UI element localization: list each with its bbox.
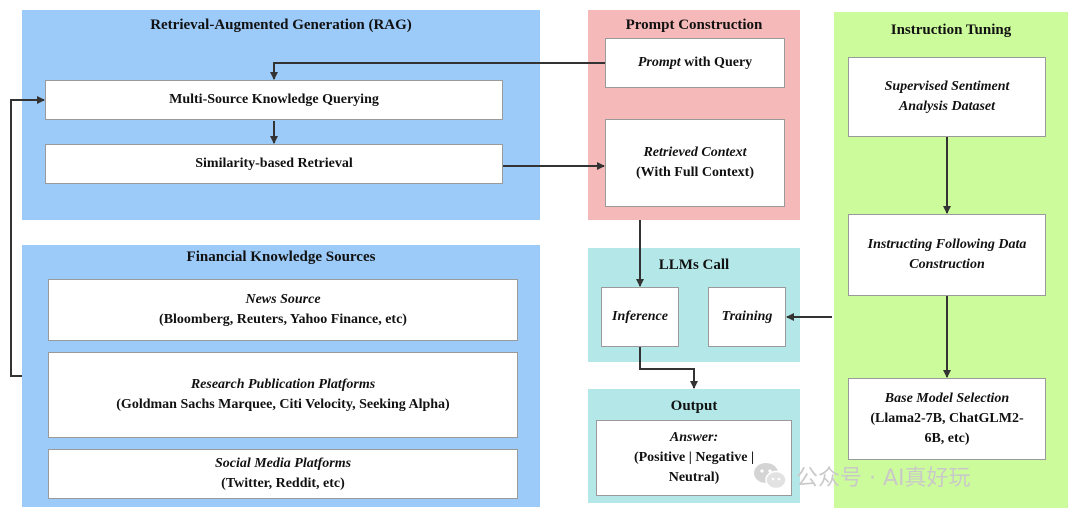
sentiment-dataset-box: Supervised Sentiment Analysis Dataset <box>848 57 1046 137</box>
multi-source-querying-label: Multi-Source Knowledge Querying <box>169 92 379 107</box>
multi-source-querying-box: Multi-Source Knowledge Querying <box>45 80 503 120</box>
answer-label: Answer: <box>669 430 719 445</box>
sentiment-dataset-line-1: Supervised Sentiment <box>884 79 1010 94</box>
data-construction-line-2: Construction <box>909 257 985 272</box>
similarity-retrieval-label: Similarity-based Retrieval <box>195 156 353 171</box>
training-label: Training <box>721 309 773 324</box>
output-title: Output <box>670 398 718 414</box>
base-model-box: Base Model Selection (Llama2-7B, ChatGLM… <box>848 378 1046 460</box>
prompt-query-label: Prompt with Query <box>638 53 752 73</box>
tuning-title: Instruction Tuning <box>890 22 1012 38</box>
wechat-icon <box>754 463 787 490</box>
data-construction-box: Instructing Following Data Construction <box>848 214 1046 296</box>
prompt-query-box: Prompt with Query <box>605 38 785 88</box>
watermark: 公众号 · AI真好玩 <box>752 460 971 492</box>
prompt-title: Prompt Construction <box>625 17 763 33</box>
answer-line-1: (Positive | Negative | <box>633 450 755 465</box>
sentiment-dataset-line-2: Analysis Dataset <box>898 99 996 114</box>
inference-label: Inference <box>612 309 668 324</box>
retrieved-context-label: Retrieved Context <box>643 145 747 160</box>
sources-title: Financial Knowledge Sources <box>186 249 376 265</box>
source-box-research: Research Publication Platforms (Goldman … <box>48 352 518 438</box>
base-model-line-2: (Llama2-7B, ChatGLM2- <box>870 411 1024 426</box>
retrieved-context-detail: (With Full Context) <box>636 165 754 180</box>
prompt-italic: Prompt <box>637 55 681 70</box>
source-name: News Source <box>245 292 321 307</box>
similarity-retrieval-box: Similarity-based Retrieval <box>45 144 503 184</box>
answer-line-2: Neutral) <box>668 470 720 485</box>
data-construction-line-1: Instructing Following Data <box>867 237 1027 252</box>
watermark-text: 公众号 · AI真好玩 <box>796 466 971 491</box>
source-name: Social Media Platforms <box>214 456 352 471</box>
source-name: Research Publication Platforms <box>190 377 376 392</box>
source-detail: (Goldman Sachs Marquee, Citi Velocity, S… <box>116 397 450 412</box>
base-model-line-1: Base Model Selection <box>884 391 1010 406</box>
inference-box: Inference <box>601 287 679 347</box>
base-model-line-3: 6B, etc) <box>924 431 970 446</box>
prompt-rest: with Query <box>680 55 753 70</box>
retrieved-context-box: Retrieved Context (With Full Context) <box>605 119 785 207</box>
rag-title: Retrieval-Augmented Generation (RAG) <box>150 17 412 33</box>
answer-box: Answer: (Positive | Negative | Neutral) <box>596 420 792 496</box>
source-detail: (Bloomberg, Reuters, Yahoo Finance, etc) <box>159 312 407 327</box>
source-box-news: News Source (Bloomberg, Reuters, Yahoo F… <box>48 279 518 341</box>
source-detail: (Twitter, Reddit, etc) <box>221 476 345 491</box>
source-box-social: Social Media Platforms (Twitter, Reddit,… <box>48 449 518 499</box>
llm-title: LLMs Call <box>658 257 730 273</box>
training-box: Training <box>708 287 786 347</box>
